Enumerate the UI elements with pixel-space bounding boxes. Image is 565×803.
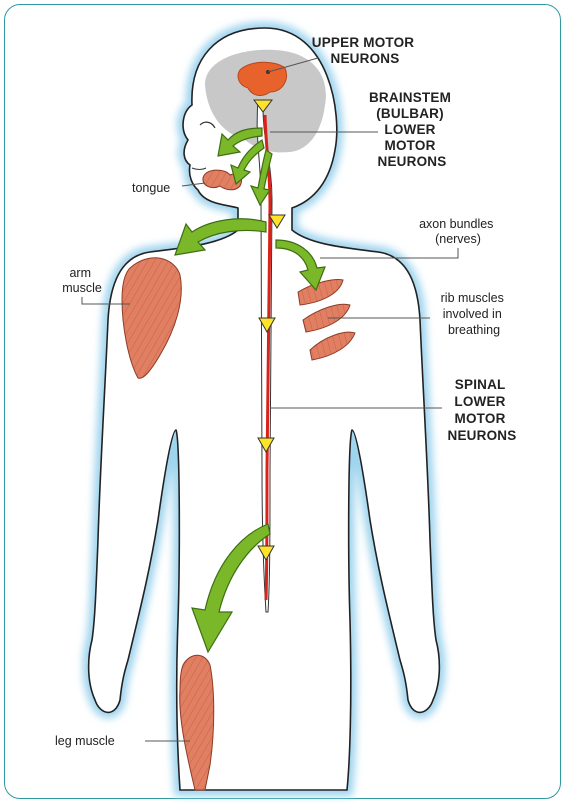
- label-rib-muscles: rib muscles involved in breathing: [441, 291, 508, 337]
- label-brainstem-lower-motor-neurons: BRAINSTEM (BULBAR) LOWER MOTOR NEURONS: [369, 90, 455, 169]
- label-spinal-lower-motor-neurons: SPINAL LOWER MOTOR NEURONS: [448, 377, 517, 443]
- label-axon-bundles: axon bundles (nerves): [419, 217, 497, 246]
- label-leg-muscle: leg muscle: [55, 734, 115, 748]
- label-arm-muscle: arm muscle: [62, 266, 102, 295]
- label-upper-motor-neurons: UPPER MOTOR NEURONS: [312, 35, 418, 66]
- label-tongue: tongue: [132, 181, 170, 195]
